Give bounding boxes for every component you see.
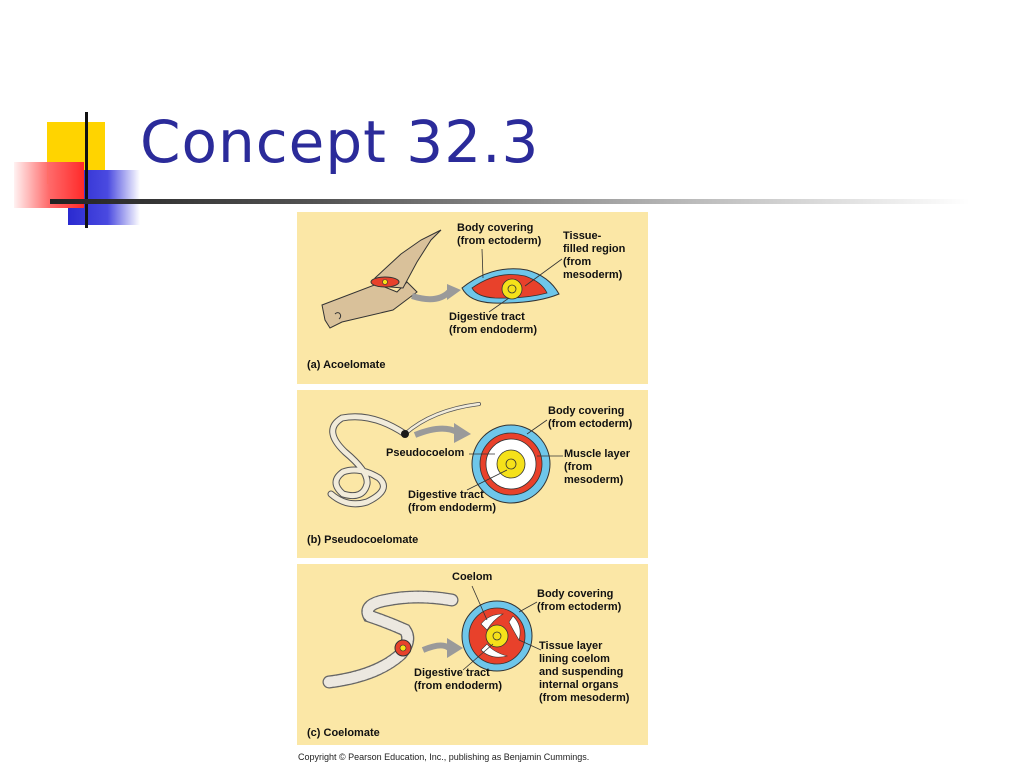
muscle-layer-label: Muscle layer (from mesoderm) <box>564 448 631 486</box>
panel-acoelomate: Body covering (from ectoderm) Tissue- fi… <box>297 212 648 384</box>
roundworm-illustration <box>327 402 563 508</box>
tissue-layer-label: Tissue layer lining coelom and suspendin… <box>539 640 630 704</box>
panel-caption: (a) Acoelomate <box>307 359 386 371</box>
pseudocoelomate-cross-section <box>471 424 551 504</box>
digestive-tract-label: Digestive tract (from endoderm) <box>449 311 537 336</box>
earthworm-illustration <box>322 585 542 689</box>
panel-caption: (c) Coelomate <box>307 727 380 739</box>
title-underline <box>50 199 970 204</box>
digestive-tract-label: Digestive tract (from endoderm) <box>408 489 496 514</box>
page-title: Concept 32.3 <box>140 108 540 176</box>
coelomate-cross-section <box>461 600 533 672</box>
digestive-tract-label: Digestive tract (from endoderm) <box>414 667 502 692</box>
body-covering-label: Body covering (from ectoderm) <box>548 405 633 430</box>
body-covering-label: Body covering (from ectoderm) <box>457 222 542 247</box>
tissue-filled-region-label: Tissue- filled region (from mesoderm) <box>563 230 626 281</box>
pseudocoelom-label: Pseudocoelom <box>386 447 465 459</box>
panel-pseudocoelomate: Body covering (from ectoderm) Pseudocoel… <box>297 390 648 558</box>
panel-caption: (b) Pseudocoelomate <box>307 534 419 546</box>
copyright-notice: Copyright © Pearson Education, Inc., pub… <box>298 752 590 762</box>
flatworm-illustration <box>321 229 563 329</box>
coelom-label: Coelom <box>452 571 493 583</box>
panel-coelomate: Coelom Body covering (from ectoderm) Tis… <box>297 564 648 745</box>
body-covering-label: Body covering (from ectoderm) <box>537 588 622 613</box>
vertical-line-decoration <box>85 112 88 228</box>
